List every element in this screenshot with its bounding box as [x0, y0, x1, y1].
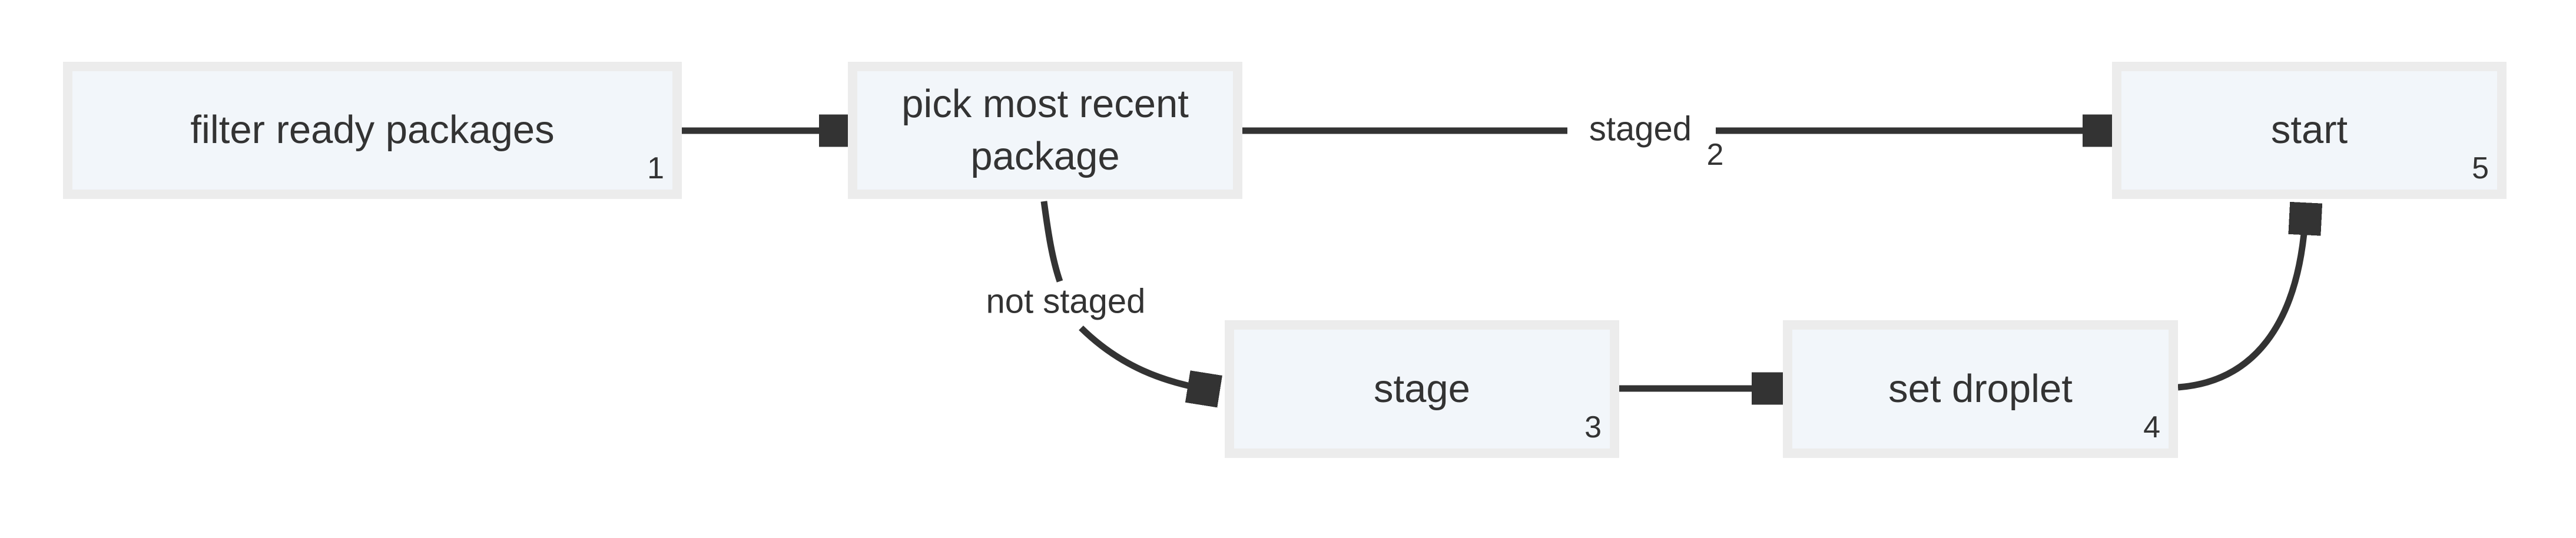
node-droplet-seq-number: 4	[2143, 410, 2160, 444]
node-filter-fill	[72, 71, 672, 190]
edge-label-not-staged: not staged	[986, 282, 1146, 321]
node-stage-seq-number: 3	[1584, 410, 1602, 444]
node-pick-fill	[857, 71, 1233, 190]
edge-droplet-to-start	[2177, 211, 2306, 391]
node-stage: stage 3	[1225, 320, 1619, 458]
edge-pick-to-stage-segment-2	[1079, 326, 1212, 390]
node-droplet-label: set droplet	[1888, 366, 2073, 411]
node-filter-label: filter ready packages	[190, 108, 555, 152]
node-stage-fill	[1234, 330, 1610, 449]
node-stage-label: stage	[1374, 366, 1470, 411]
node-pick-most-recent-package: pick most recent package	[848, 62, 1242, 199]
node-pick-label: pick most recent package	[901, 82, 1189, 178]
node-filter-ready-packages: filter ready packages 1	[63, 62, 682, 199]
edge-staged-seq-number: 2	[1706, 138, 1724, 172]
node-filter-seq-number: 1	[647, 151, 664, 185]
node-set-droplet: set droplet 4	[1783, 320, 2178, 458]
node-start-seq-number: 5	[2472, 151, 2489, 185]
node-start: start 5	[2112, 62, 2507, 199]
node-start-fill	[2121, 71, 2497, 190]
node-droplet-fill	[1792, 330, 2169, 449]
edge-pick-to-stage-segment-1	[1040, 201, 1063, 283]
node-start-label: start	[2270, 108, 2348, 152]
edge-label-staged: staged	[1589, 109, 1692, 148]
